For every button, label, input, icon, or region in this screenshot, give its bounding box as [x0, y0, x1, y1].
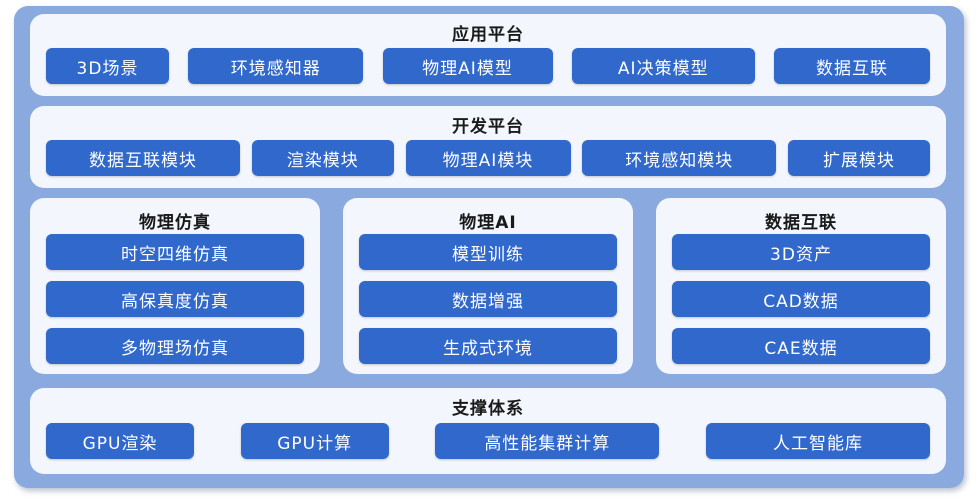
- physics-sim-item-4d[interactable]: 时空四维仿真: [46, 234, 304, 270]
- physics-sim-title: 物理仿真: [139, 213, 211, 233]
- support-item-ai-library[interactable]: 人工智能库: [705, 423, 930, 459]
- app-item-data-link[interactable]: 数据互联: [774, 48, 930, 84]
- physics-sim-item-multiphysics[interactable]: 多物理场仿真: [46, 328, 304, 364]
- physical-ai-item-generative-env[interactable]: 生成式环境: [359, 328, 617, 364]
- support-panel: 支撑体系 GPU渲染 GPU计算 高性能集群计算 人工智能库: [30, 388, 946, 474]
- dev-platform-panel: 开发平台 数据互联模块 渲染模块 物理AI模块 环境感知模块 扩展模块: [30, 106, 946, 188]
- data-link-title: 数据互联: [765, 213, 837, 233]
- data-link-item-cae[interactable]: CAE数据: [672, 328, 930, 364]
- app-item-physical-ai-model[interactable]: 物理AI模型: [382, 48, 553, 84]
- app-item-3d-scene[interactable]: 3D场景: [46, 48, 169, 84]
- dev-item-env-sensing-module[interactable]: 环境感知模块: [582, 140, 777, 176]
- app-item-env-sensor[interactable]: 环境感知器: [188, 48, 364, 84]
- support-title: 支撑体系: [452, 399, 524, 419]
- app-platform-title: 应用平台: [452, 25, 524, 45]
- support-item-gpu-render[interactable]: GPU渲染: [46, 423, 194, 459]
- app-item-ai-decision-model[interactable]: AI决策模型: [571, 48, 755, 84]
- support-item-gpu-compute[interactable]: GPU计算: [240, 423, 389, 459]
- physical-ai-panel: 物理AI 模型训练 数据增强 生成式环境: [343, 198, 633, 374]
- physical-ai-item-training[interactable]: 模型训练: [359, 234, 617, 270]
- support-item-hpc-cluster[interactable]: 高性能集群计算: [435, 423, 660, 459]
- data-link-panel: 数据互联 3D资产 CAD数据 CAE数据: [656, 198, 946, 374]
- physics-sim-panel: 物理仿真 时空四维仿真 高保真度仿真 多物理场仿真: [30, 198, 320, 374]
- dev-item-extension-module[interactable]: 扩展模块: [788, 140, 930, 176]
- dev-item-physical-ai-module[interactable]: 物理AI模块: [405, 140, 571, 176]
- physics-sim-item-hifi[interactable]: 高保真度仿真: [46, 281, 304, 317]
- data-link-item-3d-assets[interactable]: 3D资产: [672, 234, 930, 270]
- physical-ai-item-augmentation[interactable]: 数据增强: [359, 281, 617, 317]
- dev-item-render-module[interactable]: 渲染模块: [251, 140, 394, 176]
- app-platform-panel: 应用平台 3D场景 环境感知器 物理AI模型 AI决策模型 数据互联: [30, 14, 946, 96]
- dev-platform-title: 开发平台: [452, 117, 524, 137]
- dev-item-data-link-module[interactable]: 数据互联模块: [46, 140, 240, 176]
- data-link-item-cad[interactable]: CAD数据: [672, 281, 930, 317]
- physical-ai-title: 物理AI: [459, 213, 517, 233]
